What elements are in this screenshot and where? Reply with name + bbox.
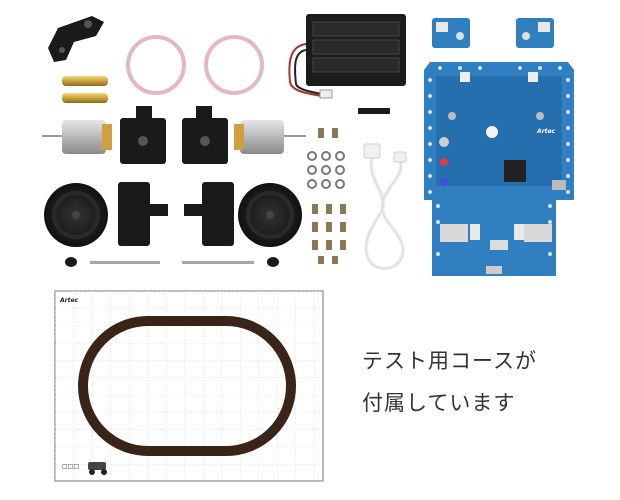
gearbox-icon [120, 106, 228, 164]
washer-icon [65, 257, 279, 267]
course-sheet: □□□ [54, 290, 324, 482]
shaft-icon [90, 261, 254, 264]
robot-car-icon [88, 462, 107, 475]
shaft-icon [358, 108, 390, 114]
screw-icon [312, 128, 346, 264]
caption-line-2: 付属しています [362, 391, 516, 415]
sensor-board-icon [432, 18, 554, 48]
spacer-icon [62, 76, 108, 103]
bracket-icon [48, 16, 104, 62]
board-logo: Artec [537, 128, 556, 135]
battery-box-icon [288, 14, 406, 99]
wheel-icon [44, 183, 302, 247]
nut-icon [307, 151, 345, 189]
motor-icon [42, 120, 306, 154]
caption-line-1: テスト用コースが [362, 349, 537, 373]
rubber-ring-icon [126, 35, 264, 95]
sheet-logo: Artec [60, 297, 79, 304]
usb-cable-icon [363, 143, 407, 271]
track-outer [78, 316, 296, 456]
main-circuit-board [424, 62, 574, 276]
wheel-mount-icon [118, 182, 234, 246]
sheet-footer-text: □□□ [62, 463, 79, 470]
